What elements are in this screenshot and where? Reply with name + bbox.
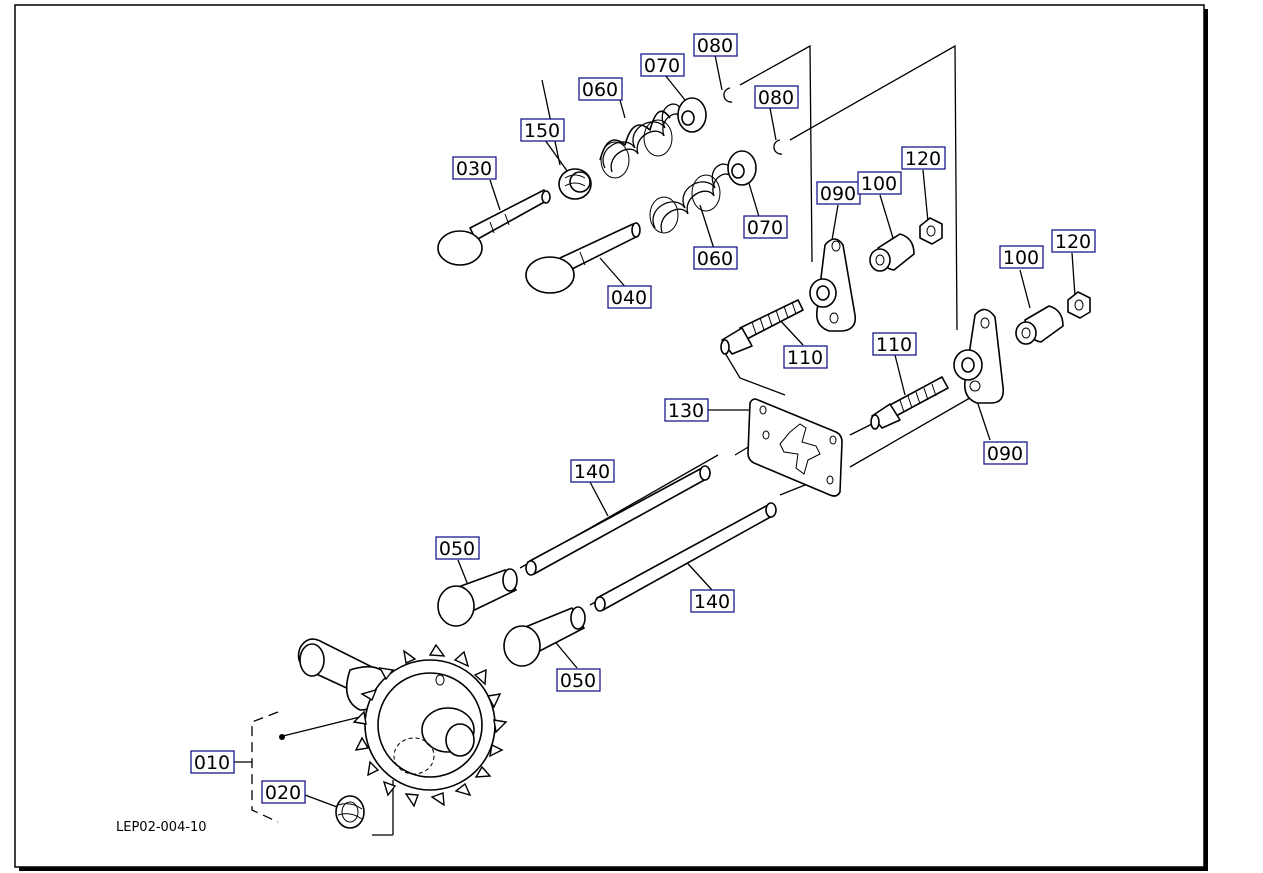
callout-120-b: 120 — [1051, 229, 1096, 253]
valve-collet-080-upper — [723, 87, 733, 103]
callout-120-a: 120 — [901, 146, 946, 170]
callout-070-a: 070 — [640, 53, 685, 77]
callout-label: 010 — [194, 752, 230, 774]
callout-050-a: 050 — [435, 536, 480, 560]
callout-150: 150 — [520, 118, 565, 142]
callout-label: 080 — [697, 35, 733, 57]
exhaust-valve-040 — [525, 222, 641, 294]
valve-spring-060-upper — [599, 103, 683, 179]
callout-080-b: 080 — [754, 85, 799, 109]
callout-label: 110 — [876, 334, 912, 356]
spring-020 — [335, 795, 365, 829]
callout-070-b: 070 — [743, 215, 788, 239]
callout-label: 110 — [787, 347, 823, 369]
rocker-arm-090-lower — [953, 308, 1005, 404]
callout-060-a: 060 — [578, 77, 623, 101]
callout-100-b: 100 — [999, 245, 1044, 269]
callout-label: 080 — [758, 87, 794, 109]
push-rod-140-lower — [594, 502, 777, 612]
drawing-code: LEP02-004-10 — [116, 820, 207, 835]
callout-label: 090 — [987, 443, 1023, 465]
callout-label: 060 — [582, 79, 618, 101]
callout-label: 140 — [694, 591, 730, 613]
rocker-stud-110-upper — [720, 299, 804, 355]
camshaft-gear-010 — [297, 638, 508, 808]
callout-label: 140 — [574, 461, 610, 483]
callout-label: 120 — [905, 148, 941, 170]
nut-120-lower — [1067, 291, 1091, 319]
intake-valve-030 — [437, 189, 551, 266]
callout-label: 050 — [439, 538, 475, 560]
spring-retainer-070-upper — [677, 97, 707, 133]
rocker-pivot-100-upper — [869, 233, 915, 272]
tappet-050-lower — [503, 606, 586, 667]
callout-label: 040 — [611, 287, 647, 309]
nut-120-upper — [919, 217, 943, 245]
callout-label: 030 — [456, 158, 492, 180]
callout-110-b: 110 — [872, 332, 917, 356]
rocker-pivot-100-lower — [1015, 305, 1064, 345]
rocker-stud-110-lower — [870, 376, 949, 430]
page-border — [14, 4, 1205, 868]
callout-label: 070 — [644, 55, 680, 77]
callout-label: 100 — [1003, 247, 1039, 269]
push-rod-140-upper — [525, 465, 711, 576]
rocker-arm-090-upper — [809, 238, 857, 332]
callout-140-a: 140 — [570, 459, 615, 483]
callout-label: 070 — [747, 217, 783, 239]
callout-080-a: 080 — [693, 33, 738, 57]
callout-050-b: 050 — [556, 668, 601, 692]
tappet-050-upper — [437, 568, 518, 627]
callout-label: 060 — [697, 248, 733, 270]
callout-030: 030 — [452, 156, 497, 180]
callout-140-b: 140 — [690, 589, 735, 613]
callout-090-a: 090 — [816, 181, 861, 205]
callout-label: 150 — [524, 120, 560, 142]
valve-collet-080-lower — [773, 139, 783, 155]
valve-stem-seal-150 — [558, 168, 592, 200]
callout-060-b: 060 — [693, 246, 738, 270]
spring-retainer-070-lower — [727, 150, 757, 186]
callout-label: 050 — [560, 670, 596, 692]
callout-110-a: 110 — [783, 345, 828, 369]
pushrod-guide-plate-130 — [747, 398, 843, 497]
callout-label: 120 — [1055, 231, 1091, 253]
callout-100-a: 100 — [857, 171, 902, 195]
callout-130: 130 — [664, 398, 709, 422]
callout-040: 040 — [607, 285, 652, 309]
callout-020: 020 — [261, 780, 306, 804]
callout-label: 130 — [668, 400, 704, 422]
callout-090-b: 090 — [983, 441, 1028, 465]
valve-spring-060-lower — [649, 163, 733, 234]
callout-label: 100 — [861, 173, 897, 195]
callout-010: 010 — [190, 750, 235, 774]
callout-label: 090 — [820, 183, 856, 205]
callout-label: 020 — [265, 782, 301, 804]
